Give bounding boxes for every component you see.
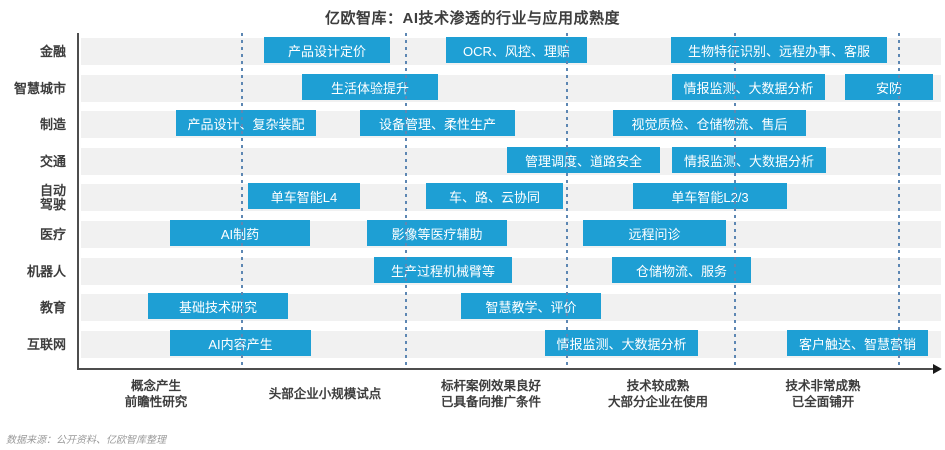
application-bar: 情报监测、大数据分析	[672, 74, 825, 100]
chart-title: 亿欧智库：AI技术渗透的行业与应用成熟度	[324, 10, 620, 27]
industry-row-label: 自动 驾驶	[39, 182, 66, 212]
industry-row-label: 智慧城市	[13, 80, 66, 96]
application-bar: 管理调度、道路安全	[507, 147, 660, 173]
application-bar: 客户触达、智慧营销	[787, 330, 928, 356]
stage-label: 标杆案例效果良好 已具备向推广条件	[440, 379, 541, 409]
industry-row-label: 交通	[39, 153, 66, 169]
x-axis-line	[77, 368, 935, 370]
application-bar: 视觉质检、仓储物流、售后	[613, 110, 806, 136]
application-bar: 仓储物流、服务	[612, 257, 751, 283]
application-bar: AI内容产生	[170, 330, 311, 356]
stage-divider-line	[566, 33, 568, 368]
stage-divider-line	[898, 33, 900, 368]
stage-label: 头部企业小规模试点	[268, 387, 382, 401]
application-bar: 生物特征识别、远程办事、客服	[671, 37, 887, 63]
application-bar: 影像等医疗辅助	[367, 220, 507, 246]
industry-row-label: 机器人	[26, 263, 66, 279]
industry-row-label: 制造	[39, 116, 66, 132]
application-bar: 车、路、云协同	[426, 183, 563, 209]
stage-label: 技术非常成熟 已全面铺开	[785, 379, 861, 409]
application-bar: 情报监测、大数据分析	[672, 147, 826, 173]
industry-row-label: 医疗	[39, 226, 66, 242]
x-axis-arrow-icon	[933, 364, 942, 374]
application-bar: AI制药	[170, 220, 310, 246]
industry-row-label: 教育	[39, 299, 66, 315]
stage-divider-line	[734, 33, 736, 368]
application-bar: 单车智能L4	[248, 183, 360, 209]
data-source-note: 数据来源：公开资料、亿欧智库整理	[6, 435, 166, 446]
stage-divider-line	[241, 33, 243, 368]
stage-label: 技术较成熟 大部分企业在使用	[607, 379, 708, 409]
application-bar: 智慧教学、评价	[461, 293, 601, 319]
industry-row-label: 金融	[39, 43, 66, 59]
application-bar: 生产过程机械臂等	[374, 257, 512, 283]
application-bar: 安防	[845, 74, 933, 100]
application-bar: 单车智能L2/3	[633, 183, 787, 209]
y-axis-line	[77, 33, 79, 369]
application-bar: 基础技术研究	[148, 293, 288, 319]
stage-divider-line	[405, 33, 407, 368]
application-bar: 生活体验提升	[302, 74, 438, 100]
application-bar: OCR、风控、理赔	[446, 37, 587, 63]
industry-row-label: 互联网	[26, 336, 66, 352]
application-bar: 产品设计、复杂装配	[176, 110, 316, 136]
application-bar: 情报监测、大数据分析	[545, 330, 698, 356]
stage-label: 概念产生 前瞻性研究	[124, 379, 188, 409]
application-bar: 设备管理、柔性生产	[360, 110, 515, 136]
application-bar: 产品设计定价	[264, 37, 390, 63]
application-bar: 远程问诊	[583, 220, 726, 246]
